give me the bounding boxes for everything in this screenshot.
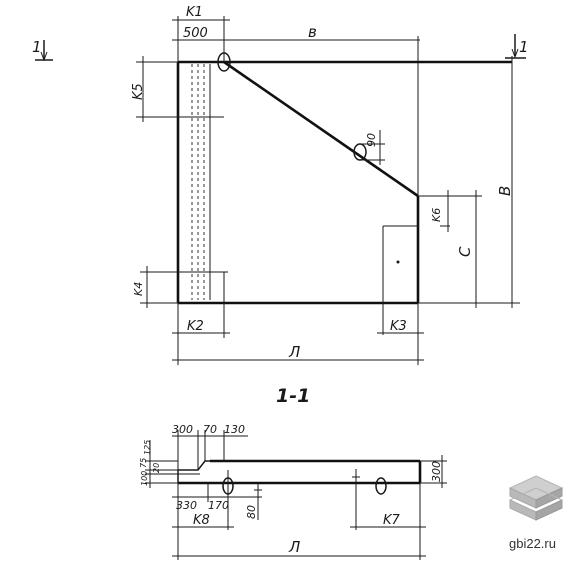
section-marker-left: 1: [32, 38, 53, 62]
section-marker-left-label: 1: [32, 38, 42, 56]
dim-l-main: Л: [288, 343, 300, 361]
dim-k6: K6: [430, 208, 443, 222]
dim-300-top: 300: [172, 423, 193, 436]
dim-k8: K8: [193, 513, 210, 528]
main-view-dimensions: K1 500 в K5 В 90 K6 С K4: [131, 5, 520, 365]
dim-90: 90: [365, 133, 378, 147]
dim-height-b: В: [496, 186, 514, 196]
dim-300-right: 300: [430, 461, 443, 482]
dim-170: 170: [208, 499, 229, 512]
dim-k1: K1: [186, 5, 203, 20]
dim-130: 130: [224, 423, 245, 436]
dim-80: 80: [245, 505, 258, 519]
dim-k4: K4: [132, 282, 145, 296]
dim-k7: K7: [383, 513, 401, 528]
dim-b: в: [308, 23, 317, 41]
dim-500: 500: [183, 26, 208, 41]
site-logo-icon: [508, 475, 564, 521]
dim-75: 75: [139, 458, 148, 468]
panel-sloped-edge: [223, 60, 419, 198]
dim-k2: K2: [187, 319, 204, 334]
section-title: 1-1: [276, 385, 310, 407]
dim-330: 330: [176, 499, 197, 512]
dim-100: 100: [140, 471, 149, 486]
section-marker-right-label: 1: [519, 38, 529, 56]
dim-20: 20: [152, 463, 161, 473]
dim-l-section: Л: [288, 538, 300, 556]
section-marker-right: 1: [505, 34, 529, 59]
dim-k5: K5: [131, 83, 146, 100]
dim-125: 125: [143, 440, 152, 455]
site-watermark: gbi22.ru: [509, 536, 556, 551]
dim-70: 70: [203, 423, 217, 436]
section-view-dimensions: 300 70 130 125 75 20 100 330 170 80 K8 K…: [139, 423, 447, 560]
dim-c: С: [456, 246, 474, 257]
section-view: [177, 459, 422, 530]
main-view: [176, 52, 512, 335]
dim-k3: K3: [390, 319, 407, 334]
